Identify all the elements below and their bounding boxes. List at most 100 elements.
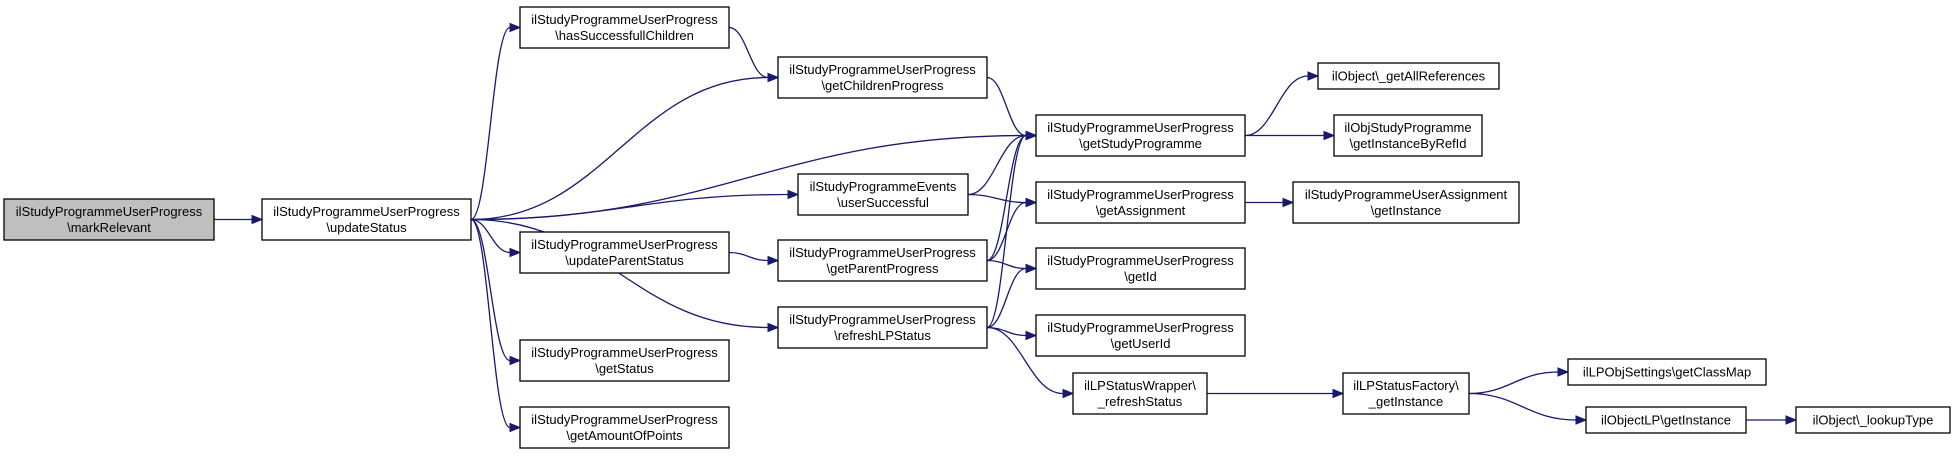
edge-lp_status_factory_get_instance-to-object_lp_get_instance (1468, 392, 1588, 425)
node-get_children_progress[interactable]: ilStudyProgrammeUserProgress\getChildren… (777, 56, 988, 99)
edge-lp_status_factory_get_instance-to-lp_obj_settings_get_class_map (1468, 367, 1570, 395)
node-label-line: ilStudyProgrammeUserProgress (789, 245, 976, 260)
node-get_assignment[interactable]: ilStudyProgrammeUserProgress\getAssignme… (1035, 181, 1246, 224)
node-label-line: _getInstance (1368, 394, 1443, 409)
node-label-line: ilStudyProgrammeUserProgress (273, 204, 460, 219)
edge-refresh_lp_status-to-get_user_id (986, 326, 1038, 341)
node-label-line: ilStudyProgrammeUserProgress (1047, 320, 1234, 335)
node-label-line: _refreshStatus (1097, 394, 1183, 409)
edge-line (470, 218, 511, 429)
node-get_status[interactable]: ilStudyProgrammeUserProgress\getStatus (519, 339, 730, 382)
node-label-line: ilLPStatusFactory\ (1353, 378, 1459, 393)
edge-arrowhead (1332, 388, 1345, 399)
node-mark_relevant[interactable]: ilStudyProgrammeUserProgress\markRelevan… (3, 198, 215, 241)
node-label-line: ilObject\_lookupType (1813, 413, 1934, 428)
edge-line (470, 76, 769, 221)
node-label-line: ilStudyProgrammeUserProgress (1047, 120, 1234, 135)
edge-arrowhead (767, 255, 780, 266)
edge-arrowhead (787, 189, 800, 200)
edge-arrowhead (1575, 415, 1588, 425)
node-label-line: ilObject\_getAllReferences (1332, 69, 1486, 84)
node-box (1035, 247, 1246, 290)
node-has_successfull_children[interactable]: ilStudyProgrammeUserProgress\hasSuccessf… (519, 6, 730, 49)
node-update_status[interactable]: ilStudyProgrammeUserProgress\updateStatu… (261, 198, 472, 241)
edge-update_status-to-update_parent_status (470, 218, 522, 258)
edge-update_status-to-has_successfull_children (470, 22, 522, 221)
node-lp_obj_settings_get_class_map[interactable]: ilLPObjSettings\getClassMap (1567, 358, 1767, 386)
edge-line (986, 326, 1064, 395)
node-get_parent_progress[interactable]: ilStudyProgrammeUserProgress\getParentPr… (777, 239, 988, 282)
node-box (1317, 62, 1500, 90)
node-layer: ilStudyProgrammeUserProgress\markRelevan… (3, 6, 1951, 449)
edge-has_successfull_children-to-get_children_progress (728, 26, 780, 83)
node-get_all_references[interactable]: ilObject\_getAllReferences (1317, 62, 1500, 90)
edge-line (1468, 371, 1559, 395)
node-box (261, 198, 472, 241)
edge-arrowhead (767, 322, 780, 333)
edge-arrowhead (767, 72, 780, 83)
node-get_user_id[interactable]: ilStudyProgrammeUserProgress\getUserId (1035, 314, 1246, 357)
edge-arrowhead (251, 214, 264, 225)
edge-line (1468, 392, 1577, 421)
node-update_parent_status[interactable]: ilStudyProgrammeUserProgress\updateParen… (519, 231, 730, 274)
node-get_amount_of_points[interactable]: ilStudyProgrammeUserProgress\getAmountOf… (519, 406, 730, 449)
edge-refresh_lp_status-to-lp_status_wrapper_refresh (986, 326, 1075, 399)
node-label-line: ilStudyProgrammeUserProgress (1047, 253, 1234, 268)
node-box (1567, 358, 1767, 386)
edge-line (728, 251, 769, 262)
edge-arrowhead (509, 355, 522, 366)
edge-mark_relevant-to-update_status (214, 214, 264, 225)
edge-arrowhead (1785, 415, 1798, 425)
node-object_lp_get_instance[interactable]: ilObjectLP\getInstance (1585, 406, 1747, 434)
edge-update_status-to-get_status (470, 218, 522, 366)
node-object_lookup_type[interactable]: ilObject\_lookupType (1795, 406, 1951, 434)
edge-line (967, 134, 1027, 196)
node-label-line: ilStudyProgrammeUserProgress (531, 412, 718, 427)
edge-arrowhead (509, 422, 522, 433)
node-label-line: \getStudyProgramme (1079, 136, 1202, 151)
node-box (1342, 372, 1470, 415)
node-get_id[interactable]: ilStudyProgrammeUserProgress\getId (1035, 247, 1246, 290)
edge-line (986, 134, 1027, 329)
node-get_instance_by_ref_id[interactable]: ilObjStudyProgramme\getInstanceByRefId (1333, 114, 1483, 157)
node-label-line: \updateParentStatus (565, 253, 684, 268)
edge-arrowhead (1282, 197, 1295, 208)
node-label-line: ilStudyProgrammeEvents (810, 179, 957, 194)
node-label-line: \hasSuccessfullChildren (555, 28, 694, 43)
node-lp_status_wrapper_refresh[interactable]: ilLPStatusWrapper\_refreshStatus (1072, 372, 1208, 415)
node-label-line: \getAmountOfPoints (566, 428, 683, 443)
node-box (1585, 406, 1747, 434)
edge-arrowhead (509, 247, 522, 258)
node-label-line: ilStudyProgrammeUserProgress (1047, 187, 1234, 202)
node-label-line: \getParentProgress (826, 261, 939, 276)
node-box (519, 231, 730, 274)
edge-update_parent_status-to-get_parent_progress (728, 251, 780, 266)
node-label-line: ilObjStudyProgramme (1344, 120, 1471, 135)
edge-update_status-to-get_amount_of_points (470, 218, 522, 433)
node-get_study_programme[interactable]: ilStudyProgrammeUserProgress\getStudyPro… (1035, 114, 1246, 157)
node-label-line: \getId (1124, 269, 1157, 284)
edge-update_status-to-user_successful (470, 189, 800, 221)
edge-user_successful-to-get_study_programme (967, 130, 1038, 196)
edge-line (967, 193, 1027, 204)
edge-line (470, 218, 511, 362)
node-box (1292, 181, 1520, 224)
node-box (519, 6, 730, 49)
edge-update_status-to-get_children_progress (470, 72, 780, 221)
node-label-line: \getInstanceByRefId (1349, 136, 1466, 151)
node-label-line: \getUserId (1111, 336, 1171, 351)
edge-get_assignment-to-assignment_get_instance (1245, 197, 1295, 208)
edge-layer (214, 22, 1798, 433)
node-label-line: ilStudyProgrammeUserProgress (531, 345, 718, 360)
node-lp_status_factory_get_instance[interactable]: ilLPStatusFactory\_getInstance (1342, 372, 1470, 415)
edge-arrowhead (1557, 367, 1570, 377)
node-refresh_lp_status[interactable]: ilStudyProgrammeUserProgress\refreshLPSt… (777, 306, 988, 349)
node-box (1072, 372, 1208, 415)
node-user_successful[interactable]: ilStudyProgrammeEvents\userSuccessful (797, 173, 969, 216)
edge-line (986, 259, 1027, 270)
edge-arrowhead (1323, 130, 1336, 141)
edge-line (470, 26, 511, 221)
node-assignment_get_instance[interactable]: ilStudyProgrammeUserAssignment\getInstan… (1292, 181, 1520, 224)
edge-lp_status_wrapper_refresh-to-lp_status_factory_get_instance (1207, 388, 1345, 399)
